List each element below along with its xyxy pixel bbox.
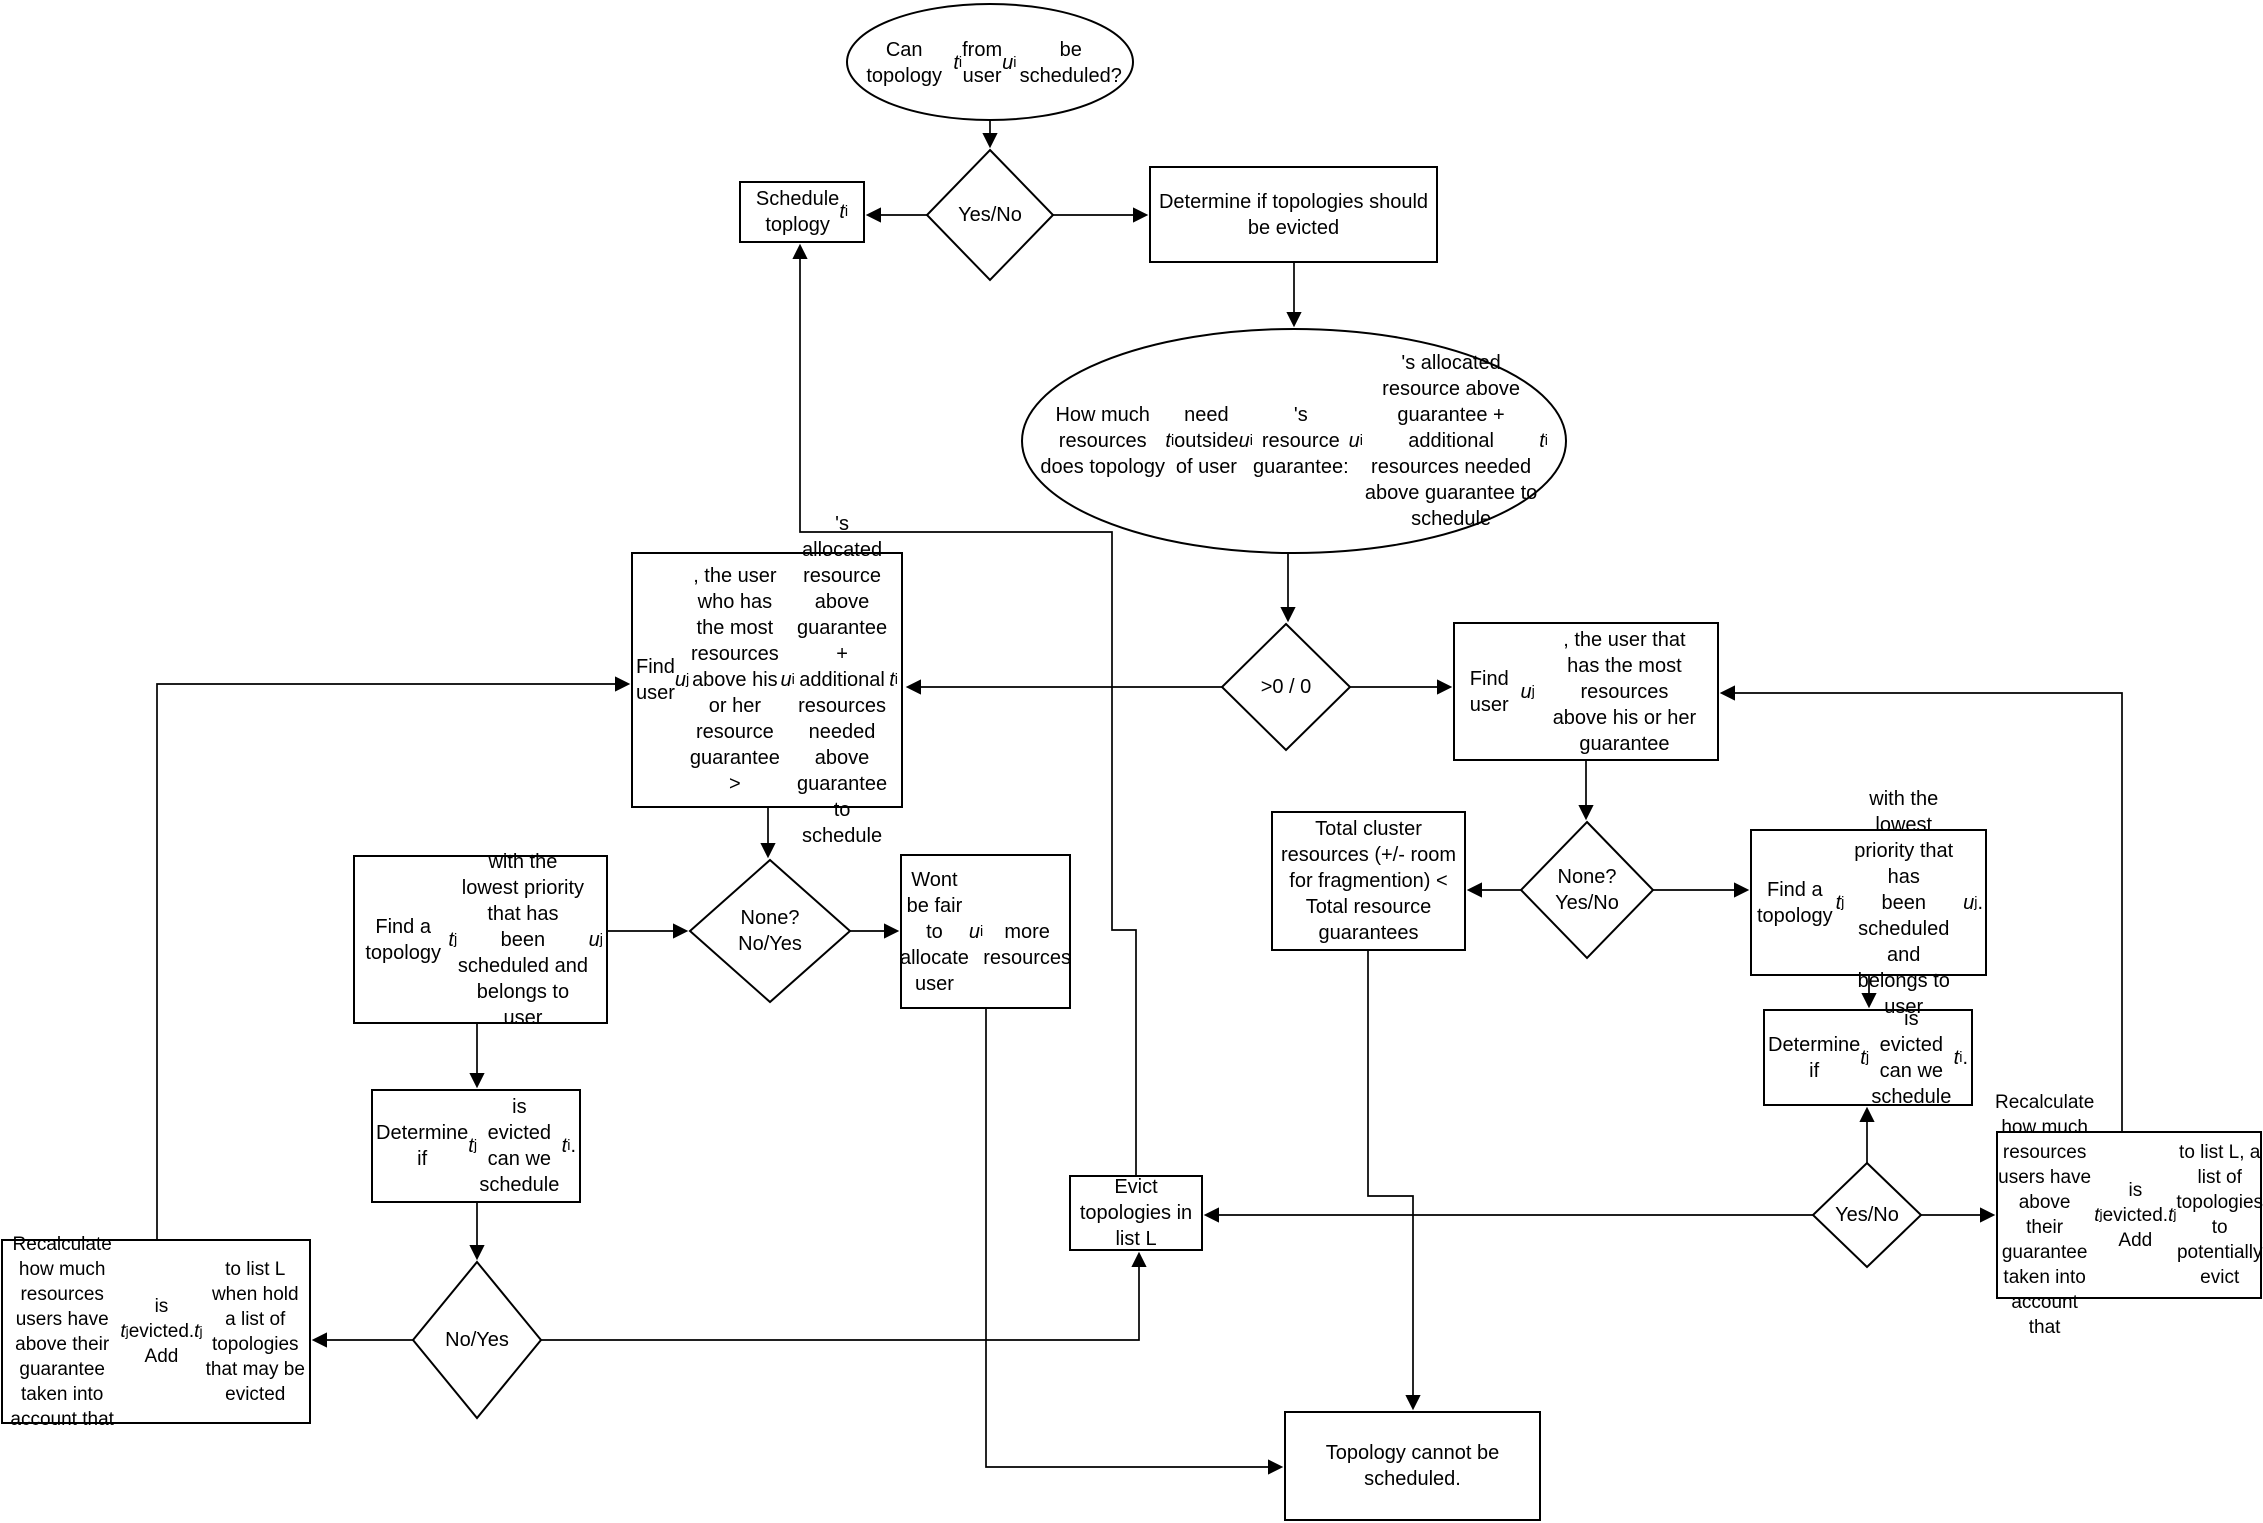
decision-none-right-diamond-shape: [1519, 820, 1655, 960]
decision-none-left-label: None?No/Yes: [738, 907, 802, 955]
decision-can-schedule-label: Yes/No: [958, 204, 1022, 226]
decision-yesno-right-label: Yes/No: [1835, 1204, 1899, 1226]
find-user-left-box-shape: [631, 552, 903, 808]
topo-cannot-box-shape: [1284, 1411, 1541, 1521]
recalc-left-box-shape: [1, 1239, 311, 1424]
determine-left-box-shape: [371, 1089, 581, 1203]
connector-evict-loop-to-schedule: [792, 243, 1137, 1176]
evict-box-shape: [1069, 1175, 1203, 1251]
wont-fair-box-shape: [900, 854, 1071, 1009]
connector-total-cluster-to-topo-cannot: [1367, 950, 1421, 1411]
connector-noyes-left-to-evict: [541, 1251, 1147, 1341]
decision-gt0-diamond-shape: [1220, 622, 1352, 752]
resources-ellipse-shape: [1021, 328, 1567, 554]
determine-evict-box-shape: [1149, 166, 1438, 263]
decision-noyes-left-diamond-shape: [411, 1260, 543, 1420]
decision-gt0-label: >0 / 0: [1260, 676, 1312, 698]
find-topo-left-box-shape: [353, 855, 608, 1024]
find-user-right-box-shape: [1453, 622, 1719, 761]
schedule-box-shape: [739, 181, 865, 243]
decision-can-schedule-diamond-shape: [925, 148, 1055, 282]
start-ellipse-shape: [846, 3, 1134, 121]
decision-yesno-right-diamond-shape: [1811, 1161, 1923, 1269]
connector-recalc-left-loop-to-find-user-left: [156, 676, 631, 1240]
recalc-right-box-shape: [1996, 1131, 2262, 1299]
connector-recalc-right-loop-to-find-user-right: [1719, 685, 2123, 1132]
decision-noyes-left-label: No/Yes: [445, 1329, 509, 1351]
total-cluster-box-shape: [1271, 811, 1466, 951]
connector-wont-fair-to-topo-cannot: [985, 1008, 1284, 1475]
determine-right-box-shape: [1763, 1009, 1973, 1106]
decision-none-right-label: None?Yes/No: [1555, 866, 1619, 914]
decision-none-left-diamond-shape: [688, 858, 852, 1004]
find-topo-right-box-shape: [1750, 829, 1987, 976]
